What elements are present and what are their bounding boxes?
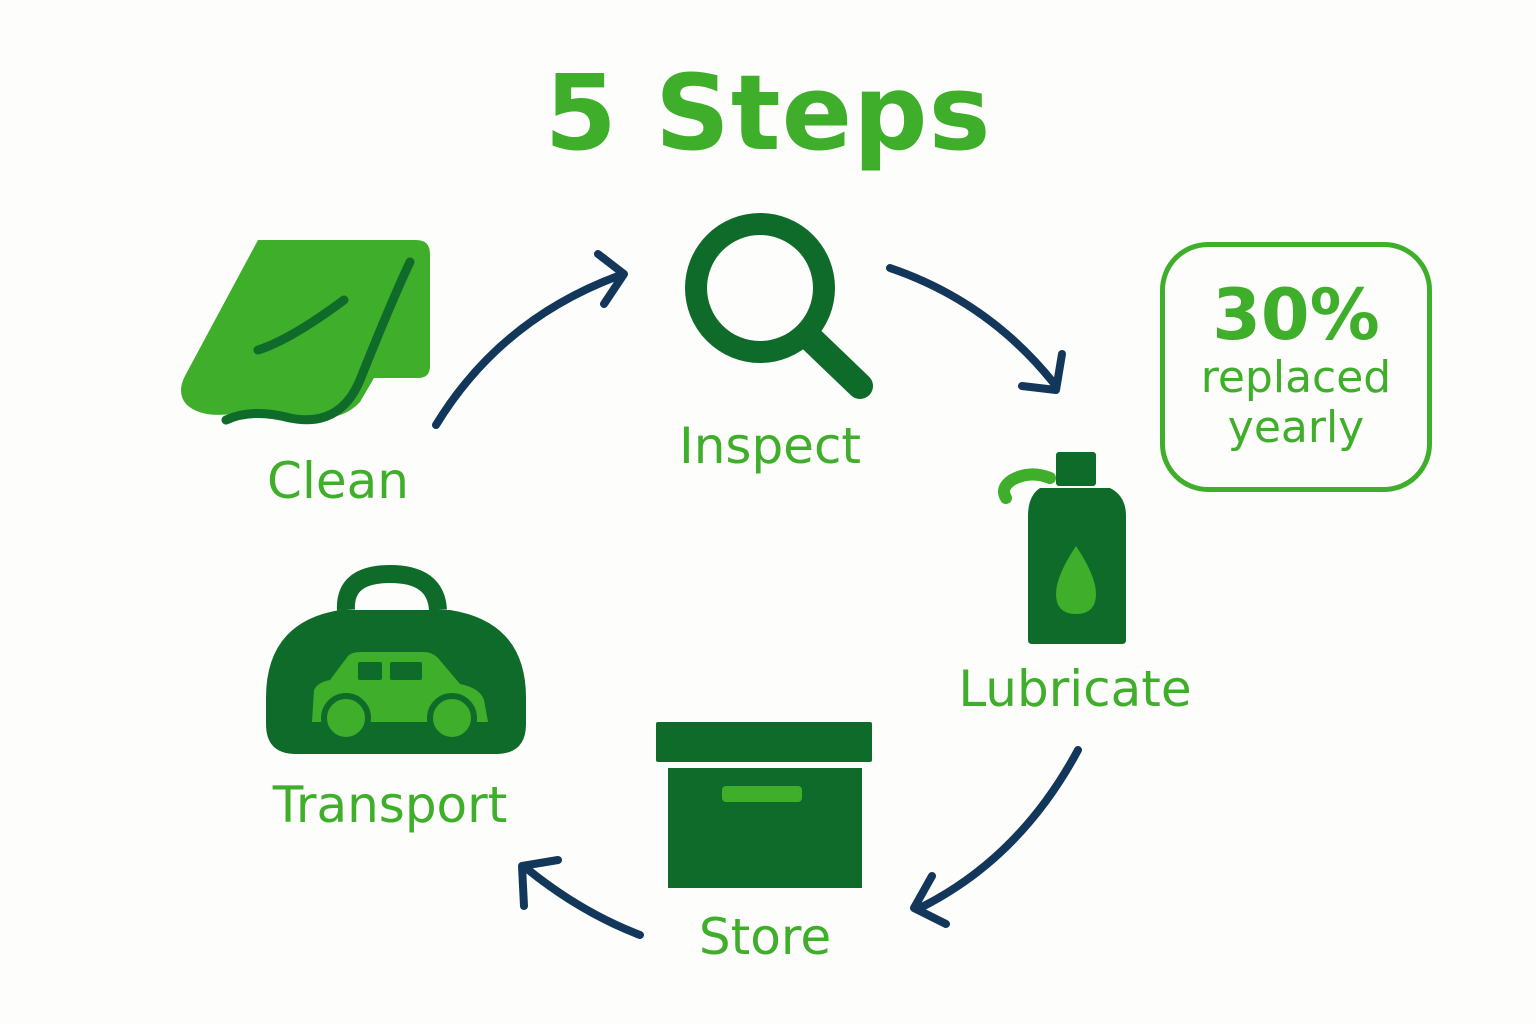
stat-line-1: replaced: [1200, 352, 1392, 403]
magnifier-icon: [685, 213, 873, 399]
stat-line-2: yearly: [1227, 402, 1365, 453]
car-bag-icon: [266, 564, 526, 754]
stat-value: 30%: [1212, 274, 1380, 356]
arrow-inspect-to-lubricate: [886, 264, 1066, 394]
arrow-lubricate-to-store: [910, 746, 1082, 928]
cloth-icon: [181, 240, 430, 425]
spray-bottle-icon: [998, 452, 1126, 644]
arrow-store-to-transport: [518, 856, 644, 939]
step-label-transport: Transport: [272, 776, 508, 834]
diagram-title: 5 Steps: [544, 52, 992, 174]
storage-box-icon: [656, 722, 872, 888]
arrow-clean-to-inspect: [432, 250, 628, 429]
step-label-lubricate: Lubricate: [958, 660, 1192, 718]
step-label-store: Store: [698, 908, 832, 966]
step-label-inspect: Inspect: [678, 417, 862, 475]
step-label-clean: Clean: [267, 452, 409, 510]
stat-callout: 30% replaced yearly: [1160, 242, 1432, 492]
